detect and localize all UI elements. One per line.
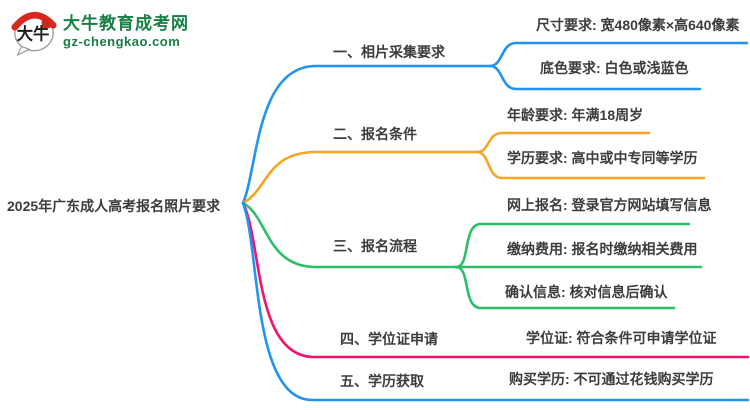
leaf-online-registration: 网上报名: 登录官方网站填写信息 (507, 197, 712, 213)
logo-red-seal (41, 19, 51, 29)
daniu-logo-icon: 大牛 (11, 11, 57, 57)
branch-2-label: 二、报名条件 (333, 126, 417, 142)
site-logo[interactable]: 大牛 大牛教育成考网 gz-chengkao.com (10, 7, 189, 57)
leaf-age-requirement: 年龄要求: 年满18周岁 (507, 107, 644, 123)
branch-1-label: 一、相片采集要求 (333, 44, 445, 60)
root-topic: 2025年广东成人高考报名照片要求 (7, 198, 221, 214)
logo-site-domain: gz-chengkao.com (63, 34, 181, 50)
branch-5-lines (241, 201, 750, 402)
branch-4-label: 四、学位证申请 (340, 331, 438, 347)
logo-icon-text: 大牛 (17, 25, 50, 44)
branch-4-lines (241, 201, 750, 359)
leaf-confirm-info: 确认信息: 核对信息后确认 (505, 284, 668, 300)
branch-2-lines (241, 131, 706, 205)
leaf-size-requirement: 尺寸要求: 宽480像素×高640像素 (536, 17, 740, 33)
logo-site-name: 大牛教育成考网 (63, 14, 189, 33)
leaf-education-requirement: 学历要求: 高中或中专同等学历 (507, 150, 698, 166)
leaf-buy-diploma-warning: 购买学历: 不可通过花钱购买学历 (509, 371, 714, 387)
leaf-pay-fees: 缴纳费用: 报名时缴纳相关费用 (507, 241, 698, 257)
leaf-degree-certificate: 学位证: 符合条件可申请学位证 (526, 330, 717, 346)
branch-3-lines (241, 201, 703, 310)
branch-3-label: 三、报名流程 (333, 238, 417, 254)
branch-1-lines (241, 41, 749, 205)
leaf-background-color-requirement: 底色要求: 白色或浅蓝色 (540, 60, 689, 76)
branch-5-label: 五、学历获取 (340, 373, 424, 389)
